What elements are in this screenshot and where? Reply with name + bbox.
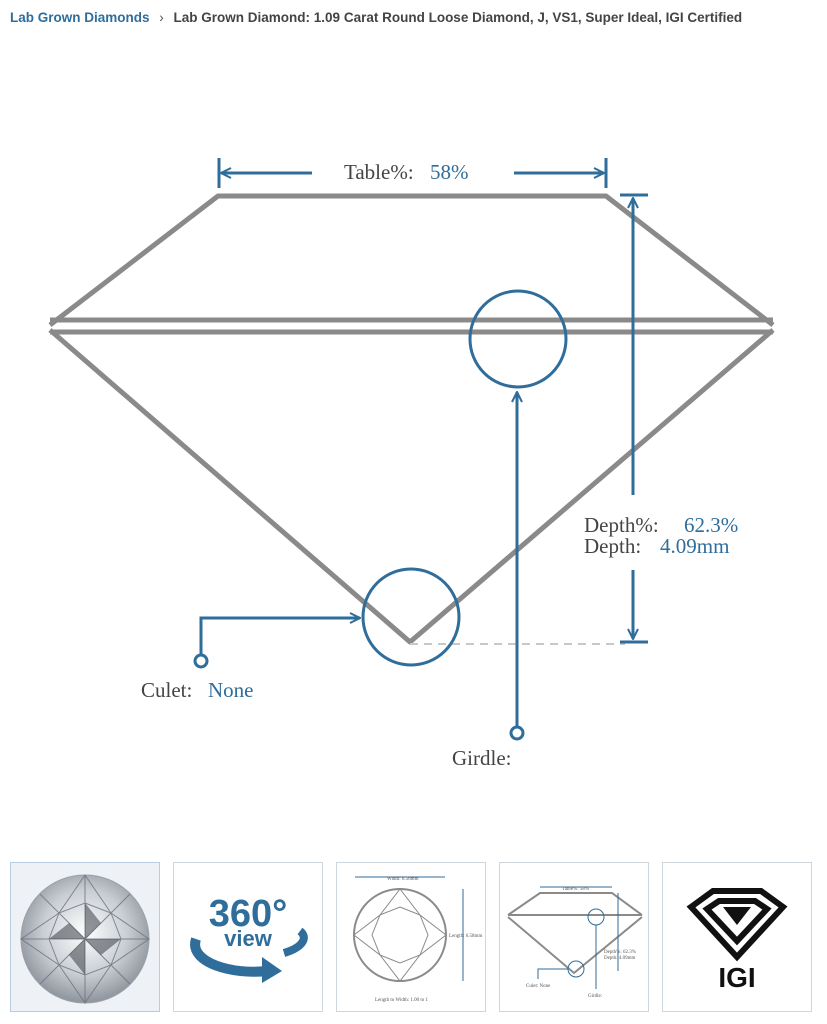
thumbnail-igi-certificate[interactable]: IGI (662, 862, 812, 1012)
breadcrumb-link-lab-grown-diamonds[interactable]: Lab Grown Diamonds (10, 10, 150, 25)
table-label: Table%: (344, 160, 414, 184)
diamond-photo-icon (11, 863, 159, 1011)
girdle-label: Girdle: (452, 746, 511, 770)
width-text: Width: 6.56mm (387, 877, 419, 882)
360-text: 360° (209, 893, 288, 935)
girdle-callout (468, 289, 568, 741)
thumbnail-gallery: 360° view Width: 6.56mm Length: 6.58mm L… (10, 862, 815, 1014)
ratio-text: Length to Width: 1.00 to 1 (375, 998, 429, 1003)
pavilion-outline (48, 328, 775, 645)
thumbnail-360-view[interactable]: 360° view (173, 862, 323, 1012)
diamond-proportions-diagram: Table%: 58% Depth%: 62.3% Depth: 4.09mm … (48, 158, 775, 770)
igi-logo-icon: IGI (686, 888, 788, 993)
diamond-outline (48, 193, 775, 645)
top-view-diagram-icon: Width: 6.56mm Length: 6.58mm Length to W… (353, 876, 482, 1003)
depth-percent-value: 62.3% (684, 513, 738, 537)
length-text: Length: 6.58mm (449, 934, 482, 939)
table-value: 58% (430, 160, 469, 184)
side-view-diagram-icon: Table%: 58% Depth%: 62.3% Depth: 4.09mm … (507, 886, 643, 999)
depth-measurement (620, 193, 648, 644)
360-rotate-icon: 360° view (190, 893, 308, 983)
breadcrumb-current-page: Lab Grown Diamond: 1.09 Carat Round Loos… (173, 10, 743, 25)
view-text: view (224, 926, 273, 951)
culet-value: None (208, 678, 254, 702)
depth-value: 4.09mm (660, 534, 729, 558)
mini-girdle-text: Girdle: (588, 994, 602, 999)
crown-outline (48, 193, 775, 327)
table-measurement (217, 158, 608, 188)
thumbnail-top-view-diagram[interactable]: Width: 6.56mm Length: 6.58mm Length to W… (336, 862, 486, 1012)
mini-depth-pct-text: Depth%: 62.3% (604, 950, 636, 955)
breadcrumb-separator: › (159, 10, 164, 25)
mini-table-text: Table%: 58% (562, 887, 589, 892)
culet-callout (193, 567, 461, 669)
depth-percent-label: Depth%: (584, 513, 659, 537)
thumbnail-side-view-diagram[interactable]: Table%: 58% Depth%: 62.3% Depth: 4.09mm … (499, 862, 649, 1012)
thumbnail-diamond-photo[interactable] (10, 862, 160, 1012)
mini-culet-text: Culet: None (526, 984, 551, 989)
breadcrumb: Lab Grown Diamonds › Lab Grown Diamond: … (10, 10, 742, 25)
igi-text: IGI (718, 962, 755, 993)
culet-label: Culet: (141, 678, 192, 702)
depth-label: Depth: (584, 534, 641, 558)
mini-depth-text: Depth: 4.09mm (604, 956, 635, 961)
